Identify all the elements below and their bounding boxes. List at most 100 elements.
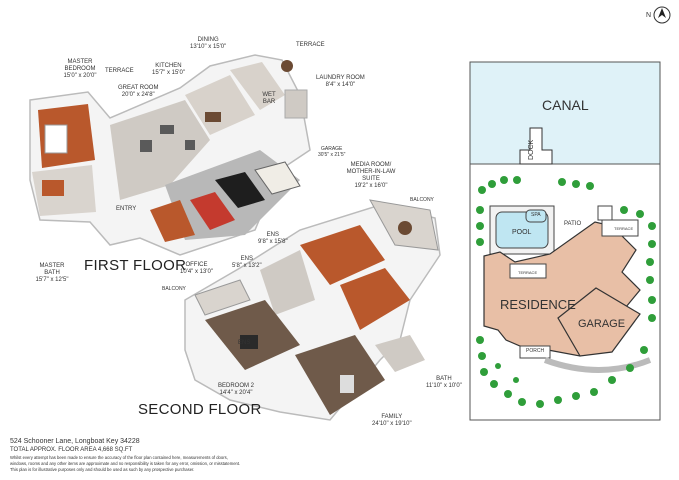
room-name: LAUNDRY ROOM <box>316 75 365 81</box>
room-label-family: FAMILY 24'10" x 19'10" <box>372 414 412 428</box>
room-dims: 13'10" x 15'0" <box>190 44 227 50</box>
room-name: KITCHEN <box>155 63 182 69</box>
red-car-icon <box>190 192 235 230</box>
room-label-bath: BATH 11'10" x 10'0" <box>426 376 462 390</box>
room-label-entry: ENTRY <box>116 206 137 212</box>
room-label-kitchen: KITCHEN 15'7" x 15'0" <box>152 63 185 77</box>
room-dims: 14'4" x 20'4" <box>219 390 253 396</box>
room-label-master-bedroom: MASTER BEDROOM 15'0" x 20'0" <box>62 59 98 80</box>
room-dims: 19'2" x 16'0" <box>354 183 388 189</box>
room-label-bedroom-2: BEDROOM 2 14'4" x 20'4" <box>218 383 254 397</box>
room-name: BEDROOM 2 <box>218 383 255 389</box>
terrace-right <box>601 219 639 237</box>
sofa-icon <box>160 125 174 134</box>
room-dims: 24'10" x 19'10" <box>372 421 412 427</box>
great-room-floor <box>110 100 210 200</box>
driveway <box>543 357 652 373</box>
footer-area: TOTAL APPROX. FLOOR AREA 4,668 SQ.FT <box>10 447 133 453</box>
porch <box>519 345 551 359</box>
kitchen-floor <box>185 75 255 135</box>
room-label-wet-bar: WET BAR <box>262 92 276 105</box>
laundry-floor <box>284 89 308 119</box>
room-label-terrace-2: TERRACE <box>105 68 134 74</box>
first-floor-title: FIRST FLOOR <box>84 257 187 274</box>
site-label-dock: DOCK <box>528 139 535 160</box>
master-bath-tub <box>42 180 64 196</box>
second-floor-title: SECOND FLOOR <box>138 401 262 418</box>
footer-disclaimer-2: windows, rooms and any other items are a… <box>10 461 241 466</box>
footer-disclaimer-3: This plan is for illustrative purposes o… <box>10 467 195 472</box>
room-name: BATH <box>436 376 452 382</box>
room-name: ENS <box>240 256 253 262</box>
footer-disclaimer-1: Whilst every attempt has been made to en… <box>10 455 228 460</box>
site-label-terrace-left: TERRACE <box>518 270 538 275</box>
room-label-ens-3: ENS <box>238 340 251 346</box>
chair-icon <box>185 140 195 150</box>
white-car-icon <box>254 161 301 195</box>
room-name: MASTER BEDROOM <box>64 59 96 72</box>
room-name: ENS <box>266 232 279 238</box>
site-label-garage: GARAGE <box>578 318 626 330</box>
compass-north-label: N <box>646 12 652 19</box>
bed-icon <box>240 335 258 349</box>
footer-address: 524 Schooner Lane, Longboat Key 34228 <box>10 438 140 445</box>
room-label-laundry: LAUNDRY ROOM 8'4" x 14'0" <box>316 75 365 89</box>
room-label-media-room: MEDIA ROOM/ MOTHER-IN-LAW SUITE 19'2" x … <box>346 162 396 190</box>
room-label-great-room: GREAT ROOM 20'0" x 24'8" <box>118 85 158 99</box>
office-floor <box>150 200 195 242</box>
room-name: FAMILY <box>381 414 403 420</box>
media-room-floor <box>300 225 385 285</box>
room-dims: 9'8" x 15'8" <box>258 239 288 245</box>
room-dims: 20'0" x 24'8" <box>121 92 155 98</box>
second-floor-plan <box>184 199 441 421</box>
dock <box>519 127 553 165</box>
room-name: GREAT ROOM <box>118 85 159 91</box>
site-label-terrace-right: TERRACE <box>614 226 634 231</box>
room-label-ens-2: ENS 5'8" x 13'2" <box>232 256 262 270</box>
room-dims: 15'7" x 15'0" <box>152 70 185 76</box>
garage-building <box>557 287 641 357</box>
sofa-icon <box>140 140 152 152</box>
kitchen-island <box>205 112 221 122</box>
table-icon <box>281 60 293 72</box>
bed-icon <box>44 124 68 154</box>
room-label-office: OFFICE 10'4" x 13'0" <box>180 262 213 276</box>
room-name: GARAGE <box>321 146 343 152</box>
trees <box>476 176 656 408</box>
site-label-patio: PATIO <box>564 221 582 227</box>
room-name: DINING <box>197 37 219 43</box>
room-dims: 11'10" x 10'0" <box>426 383 462 389</box>
site-label-canal: CANAL <box>542 97 589 113</box>
hallway-floor <box>340 268 410 330</box>
room-dims: 15'7" x 12'5" <box>35 277 69 283</box>
room-label-garage: GARAGE 30'5" x 21'5" <box>318 146 345 158</box>
site-plan <box>469 61 661 421</box>
room-name: MEDIA ROOM/ MOTHER-IN-LAW SUITE <box>346 162 396 182</box>
stairs <box>597 205 613 221</box>
room-dims: 30'5" x 21'5" <box>318 152 346 158</box>
room-label-master-bath: MASTER BATH 15'7" x 12'5" <box>34 263 70 284</box>
room-label-dining: DINING 13'10" x 15'0" <box>190 37 226 51</box>
site-label-spa: SPA <box>531 212 541 218</box>
room-dims: 8'4" x 14'0" <box>325 82 356 88</box>
compass-icon <box>653 6 671 24</box>
black-car-icon <box>215 172 265 208</box>
room-label-balcony-left: BALCONY <box>162 286 186 292</box>
room-dims: 10'4" x 13'0" <box>180 269 213 275</box>
room-label-terrace: TERRACE <box>296 42 325 48</box>
ensuite-floor <box>260 250 315 315</box>
room-name: OFFICE <box>185 262 208 268</box>
site-label-pool: POOL <box>512 229 532 236</box>
canal-water <box>469 61 661 165</box>
dining-floor <box>230 62 285 110</box>
room-dims: 5'8" x 13'2" <box>232 263 262 269</box>
terrace-left <box>509 263 547 279</box>
sofa-icon <box>340 375 354 393</box>
room-dims: 15'0" x 20'0" <box>63 73 97 79</box>
first-floor-plan <box>29 54 311 256</box>
table-icon <box>398 221 412 235</box>
spa <box>525 209 547 223</box>
balcony-left <box>194 279 251 316</box>
room-label-ens-1: ENS 9'8" x 15'8" <box>258 232 288 246</box>
